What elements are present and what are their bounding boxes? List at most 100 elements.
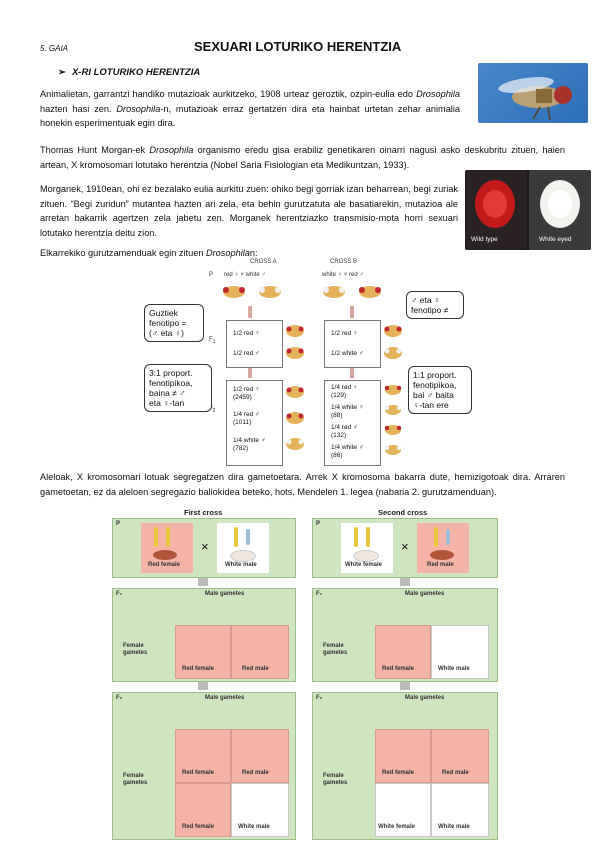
subtitle-text: X-RI LOTURIKO HERENTZIA — [71, 67, 201, 78]
f2-cell: White female — [375, 783, 431, 837]
female-gametes-label: Female gametes — [323, 643, 348, 656]
section-subtitle: ➢X-RI LOTURIKO HERENTZIA — [58, 67, 200, 78]
unit-label: 5. GAIA — [40, 44, 69, 53]
f1-box-cross-b: 1/2 red ♀ 1/2 white ♂ — [324, 320, 381, 368]
paragraph-2: Thomas Hunt Morgan-ek Drosophila organis… — [40, 143, 565, 172]
p4-italic: Drosophila — [205, 248, 250, 258]
p2-text: Thomas Hunt Morgan-ek — [40, 145, 150, 155]
f2-fly-icons-b — [384, 385, 402, 455]
paragraph-4: Elkarrekiko gurutzamenduak egin zituen D… — [40, 246, 340, 261]
eye-comparison-photo: Wild type White eyed — [465, 170, 591, 250]
f1-b-row: 1/2 white ♂ — [331, 350, 364, 357]
f2-b-row: 1/4 white ♂ — [331, 444, 364, 451]
callout-different-phenotype: ♂ eta ♀fenotipo ≠ — [406, 291, 464, 319]
p-generation-label: P — [209, 272, 214, 278]
f2-b-count: (132) — [331, 432, 347, 439]
f1-panel-second: F₁ Male gametes Female gametes Red femal… — [312, 588, 498, 682]
p2-italic: Drosophila — [149, 145, 194, 155]
f2-a-row: 1/2 red ♀ — [233, 386, 260, 393]
f2-b-count: (129) — [331, 392, 347, 399]
punnett-squares-figure: First cross Second cross P Red female × … — [112, 508, 498, 840]
arrow-down-icon — [198, 682, 208, 690]
callout-3-1-ratio: 3:1 proport.fenotipikoa,baina ≠ ♂eta ♀-t… — [144, 364, 212, 412]
arrow-down-icon — [198, 578, 208, 586]
paragraph-1: Animalietan, garrantzi handiko mutazioak… — [40, 87, 460, 131]
f2-b-row: 1/4 red ♂ — [331, 424, 358, 431]
f2-a-count: (2459) — [233, 394, 252, 401]
f2-a-row: 1/4 red ♂ — [233, 411, 260, 418]
red-male-cell: Red male — [417, 523, 469, 573]
p1-italic: Drosophila — [116, 103, 161, 114]
f2-a-count: (1011) — [233, 419, 252, 426]
male-gametes-label: Male gametes — [405, 695, 445, 701]
f2-cell: Red female — [375, 729, 431, 783]
f1-cell: Red male — [231, 625, 289, 679]
p2-text: organismo eredu gisa erabiliz genetikare… — [40, 145, 565, 170]
f2-cell: Red female — [175, 783, 231, 837]
f2-b-row: 1/4 white ♀ — [331, 404, 364, 411]
f2-cell: Red female — [175, 729, 231, 783]
p-panel-second: P White female × Red male — [312, 518, 498, 578]
cross-a-parents: red ♀ × white ♂ — [224, 272, 266, 278]
f2-cell: Red male — [431, 729, 489, 783]
male-gametes-label: Male gametes — [205, 695, 245, 701]
arrow-down-icon — [248, 306, 252, 318]
white-female-cell: White female — [341, 523, 393, 573]
female-gametes-label: Female gametes — [323, 773, 348, 786]
p1-italic: Drosophila — [416, 89, 460, 99]
p-label: P — [116, 521, 121, 527]
f1-a-row: 1/2 red ♀ — [233, 330, 260, 337]
female-gametes-label: Female gametes — [123, 643, 148, 656]
p4-text: Elkarrekiko gurutzamenduak egin zituen — [40, 248, 206, 258]
f2-a-count: (782) — [233, 445, 249, 452]
f1-cell: White male — [431, 625, 489, 679]
f2-label: F₂ — [316, 695, 323, 701]
white-male-cell: White male — [217, 523, 269, 573]
page-title: SEXUARI LOTURIKO HERENTZIA — [194, 39, 402, 54]
f2-cell: White male — [431, 783, 489, 837]
fly-icons-b — [323, 286, 381, 298]
fly-icons-a — [223, 286, 281, 298]
f2-panel-first: F₂ Male gametes Female gametes Red femal… — [112, 692, 296, 840]
paragraph-5: Aleloak, X kromosomari lotuak segregatze… — [40, 472, 565, 497]
f2-a-row: 1/4 white ♂ — [233, 437, 266, 444]
reciprocal-crosses-figure: CROSS A CROSS B P red ♀ × white ♂ white … — [140, 258, 472, 466]
paragraph-3: Morganek, 1910ean, ohi ez bezalako eulia… — [40, 184, 458, 238]
f2-box-cross-a: 1/2 red ♀ (2459) 1/4 red ♂ (1011) 1/4 wh… — [226, 380, 283, 466]
f1-label: F₁ — [116, 591, 123, 597]
f2-label: F₂ — [116, 695, 123, 701]
f1-b-row: 1/2 red ♀ — [331, 330, 358, 337]
arrow-down-icon — [400, 682, 410, 690]
white-eyed-label: White eyed — [539, 236, 572, 243]
f2-cell: White male — [231, 783, 289, 837]
f1-box-cross-a: 1/2 red ♀ 1/2 red ♂ — [226, 320, 283, 368]
cross-b-parents: white ♀ × red ♂ — [322, 272, 364, 278]
f1-label: F1 — [209, 337, 216, 346]
f2-b-row: 1/4 red ♀ — [331, 384, 358, 391]
f1-a-row: 1/2 red ♂ — [233, 350, 260, 357]
fruit-fly-photo — [478, 63, 588, 123]
wild-type-label: Wild type — [471, 236, 498, 243]
f2-panel-second: F₂ Male gametes Female gametes Red femal… — [312, 692, 498, 840]
p-label: P — [316, 521, 321, 527]
f2-cell: Red male — [231, 729, 289, 783]
p1-text: -n, mutazioak erraz gertatzen dira eta h… — [40, 103, 460, 129]
f1-panel-first: F₁ Male gametes Female gametes Red femal… — [112, 588, 296, 682]
arrow-down-icon — [350, 306, 354, 318]
cross-b-label: CROSS B — [330, 259, 358, 265]
f2-box-cross-b: 1/4 red ♀ (129) 1/4 white ♀ (88) 1/4 red… — [324, 380, 381, 466]
f2-fly-icons-a — [286, 386, 304, 450]
arrow-down-icon — [248, 368, 252, 378]
male-gametes-label: Male gametes — [205, 591, 245, 597]
female-gametes-label: Female gametes — [123, 773, 148, 786]
p4-text: n: — [249, 248, 258, 258]
f1-fly-icons-b — [384, 325, 402, 359]
f2-b-count: (86) — [331, 452, 343, 459]
second-cross-title: Second cross — [378, 508, 428, 517]
f1-fly-icons-a — [286, 325, 304, 359]
f1-label: F₁ — [316, 591, 323, 597]
cross-symbol: × — [401, 539, 409, 554]
male-gametes-label: Male gametes — [405, 591, 445, 597]
f1-cell: Red female — [375, 625, 431, 679]
